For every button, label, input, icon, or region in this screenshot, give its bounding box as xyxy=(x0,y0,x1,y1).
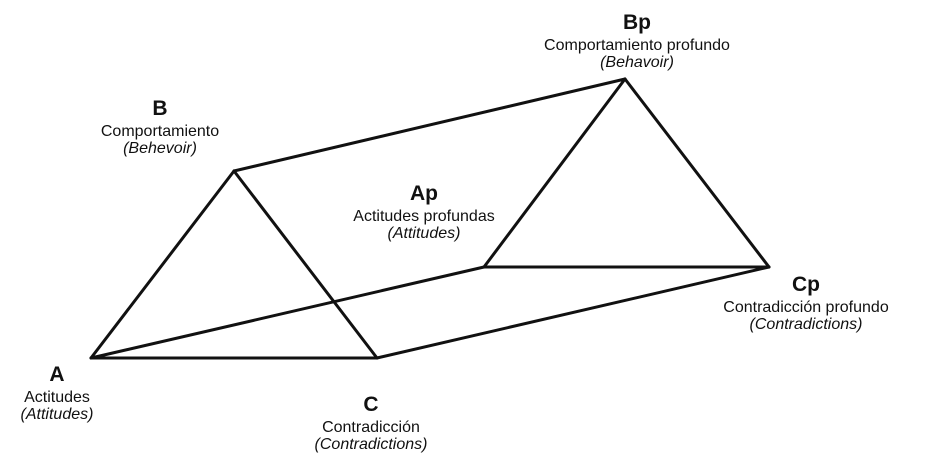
node-a-label: A Actitudes (Attitudes) xyxy=(21,363,94,424)
node-c-letter: C xyxy=(363,393,379,416)
node-bp-letter: Bp xyxy=(622,11,651,34)
node-b-name: Comportamiento xyxy=(100,122,220,140)
node-ap-label: Ap Actitudes profundas (Attitudes) xyxy=(353,182,494,243)
edge-bp-cp xyxy=(623,77,771,269)
node-bp-english: (Behavoir) xyxy=(600,54,674,72)
edge-b-bp xyxy=(232,77,627,173)
node-ap-name: Actitudes profundas xyxy=(353,207,495,225)
node-a-letter: A xyxy=(49,363,65,386)
node-cp-label: Cp Contradicción profundo (Contradiction… xyxy=(723,273,888,334)
node-cp-letter: Cp xyxy=(792,273,820,296)
node-bp-label: Bp Comportamiento profundo (Behavoir) xyxy=(544,11,730,72)
node-ap-letter: Ap xyxy=(409,182,438,205)
node-a-name: Actitudes xyxy=(24,388,90,406)
edge-c-cp xyxy=(375,265,771,360)
node-ap-english: (Attitudes) xyxy=(387,225,461,243)
node-b-letter: B xyxy=(152,97,168,120)
node-cp-english: (Contradictions) xyxy=(749,316,863,334)
node-c-name: Contradicción xyxy=(322,418,420,436)
node-c-english: (Contradictions) xyxy=(314,436,428,454)
edge-b-c xyxy=(232,169,379,360)
node-b-english: (Behevoir) xyxy=(123,140,197,158)
edge-a-b xyxy=(89,169,236,360)
node-bp-name: Comportamiento profundo xyxy=(544,36,730,54)
node-c-label: C Contradicción (Contradictions) xyxy=(315,393,428,454)
node-cp-name: Contradicción profundo xyxy=(723,298,889,316)
node-b-label: B Comportamiento (Behevoir) xyxy=(101,97,219,158)
edge-ap-bp xyxy=(482,77,627,269)
edge-a-ap xyxy=(89,265,486,360)
node-a-english: (Attitudes) xyxy=(20,406,94,424)
